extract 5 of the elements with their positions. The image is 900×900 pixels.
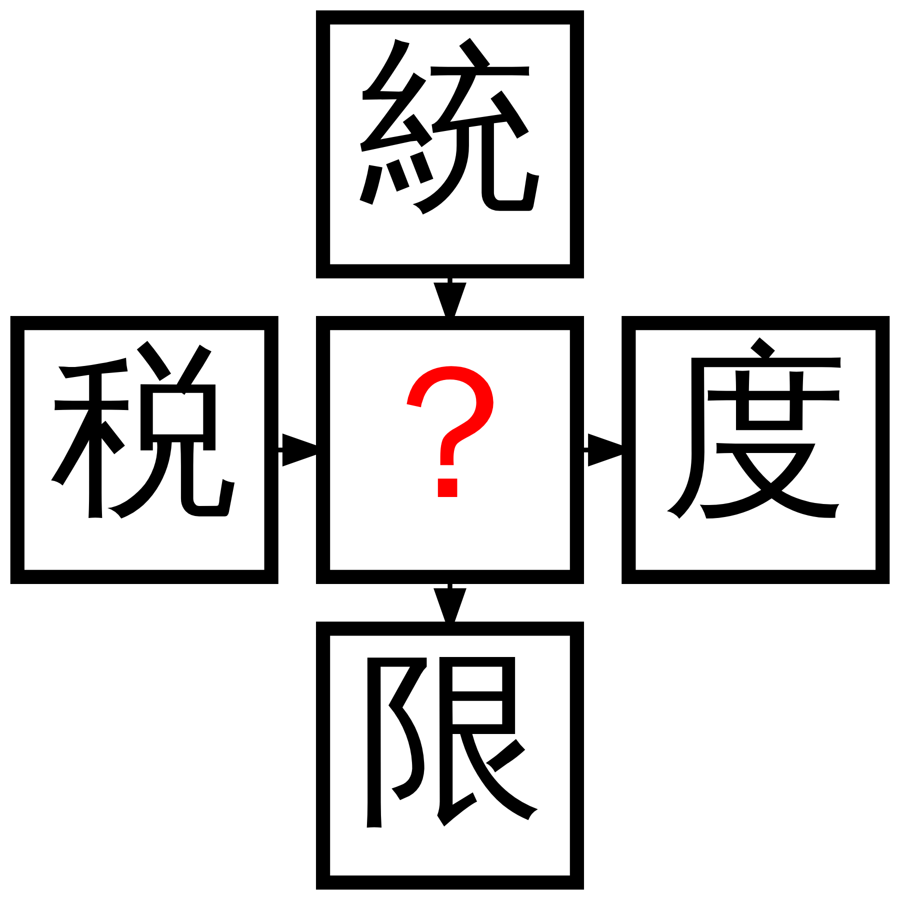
node-box: 統 [316,10,584,278]
node-box: 限 [316,622,584,890]
node-box: 度 [622,316,890,584]
node-box: 税 [10,316,278,584]
node-box: ？ [316,316,584,584]
